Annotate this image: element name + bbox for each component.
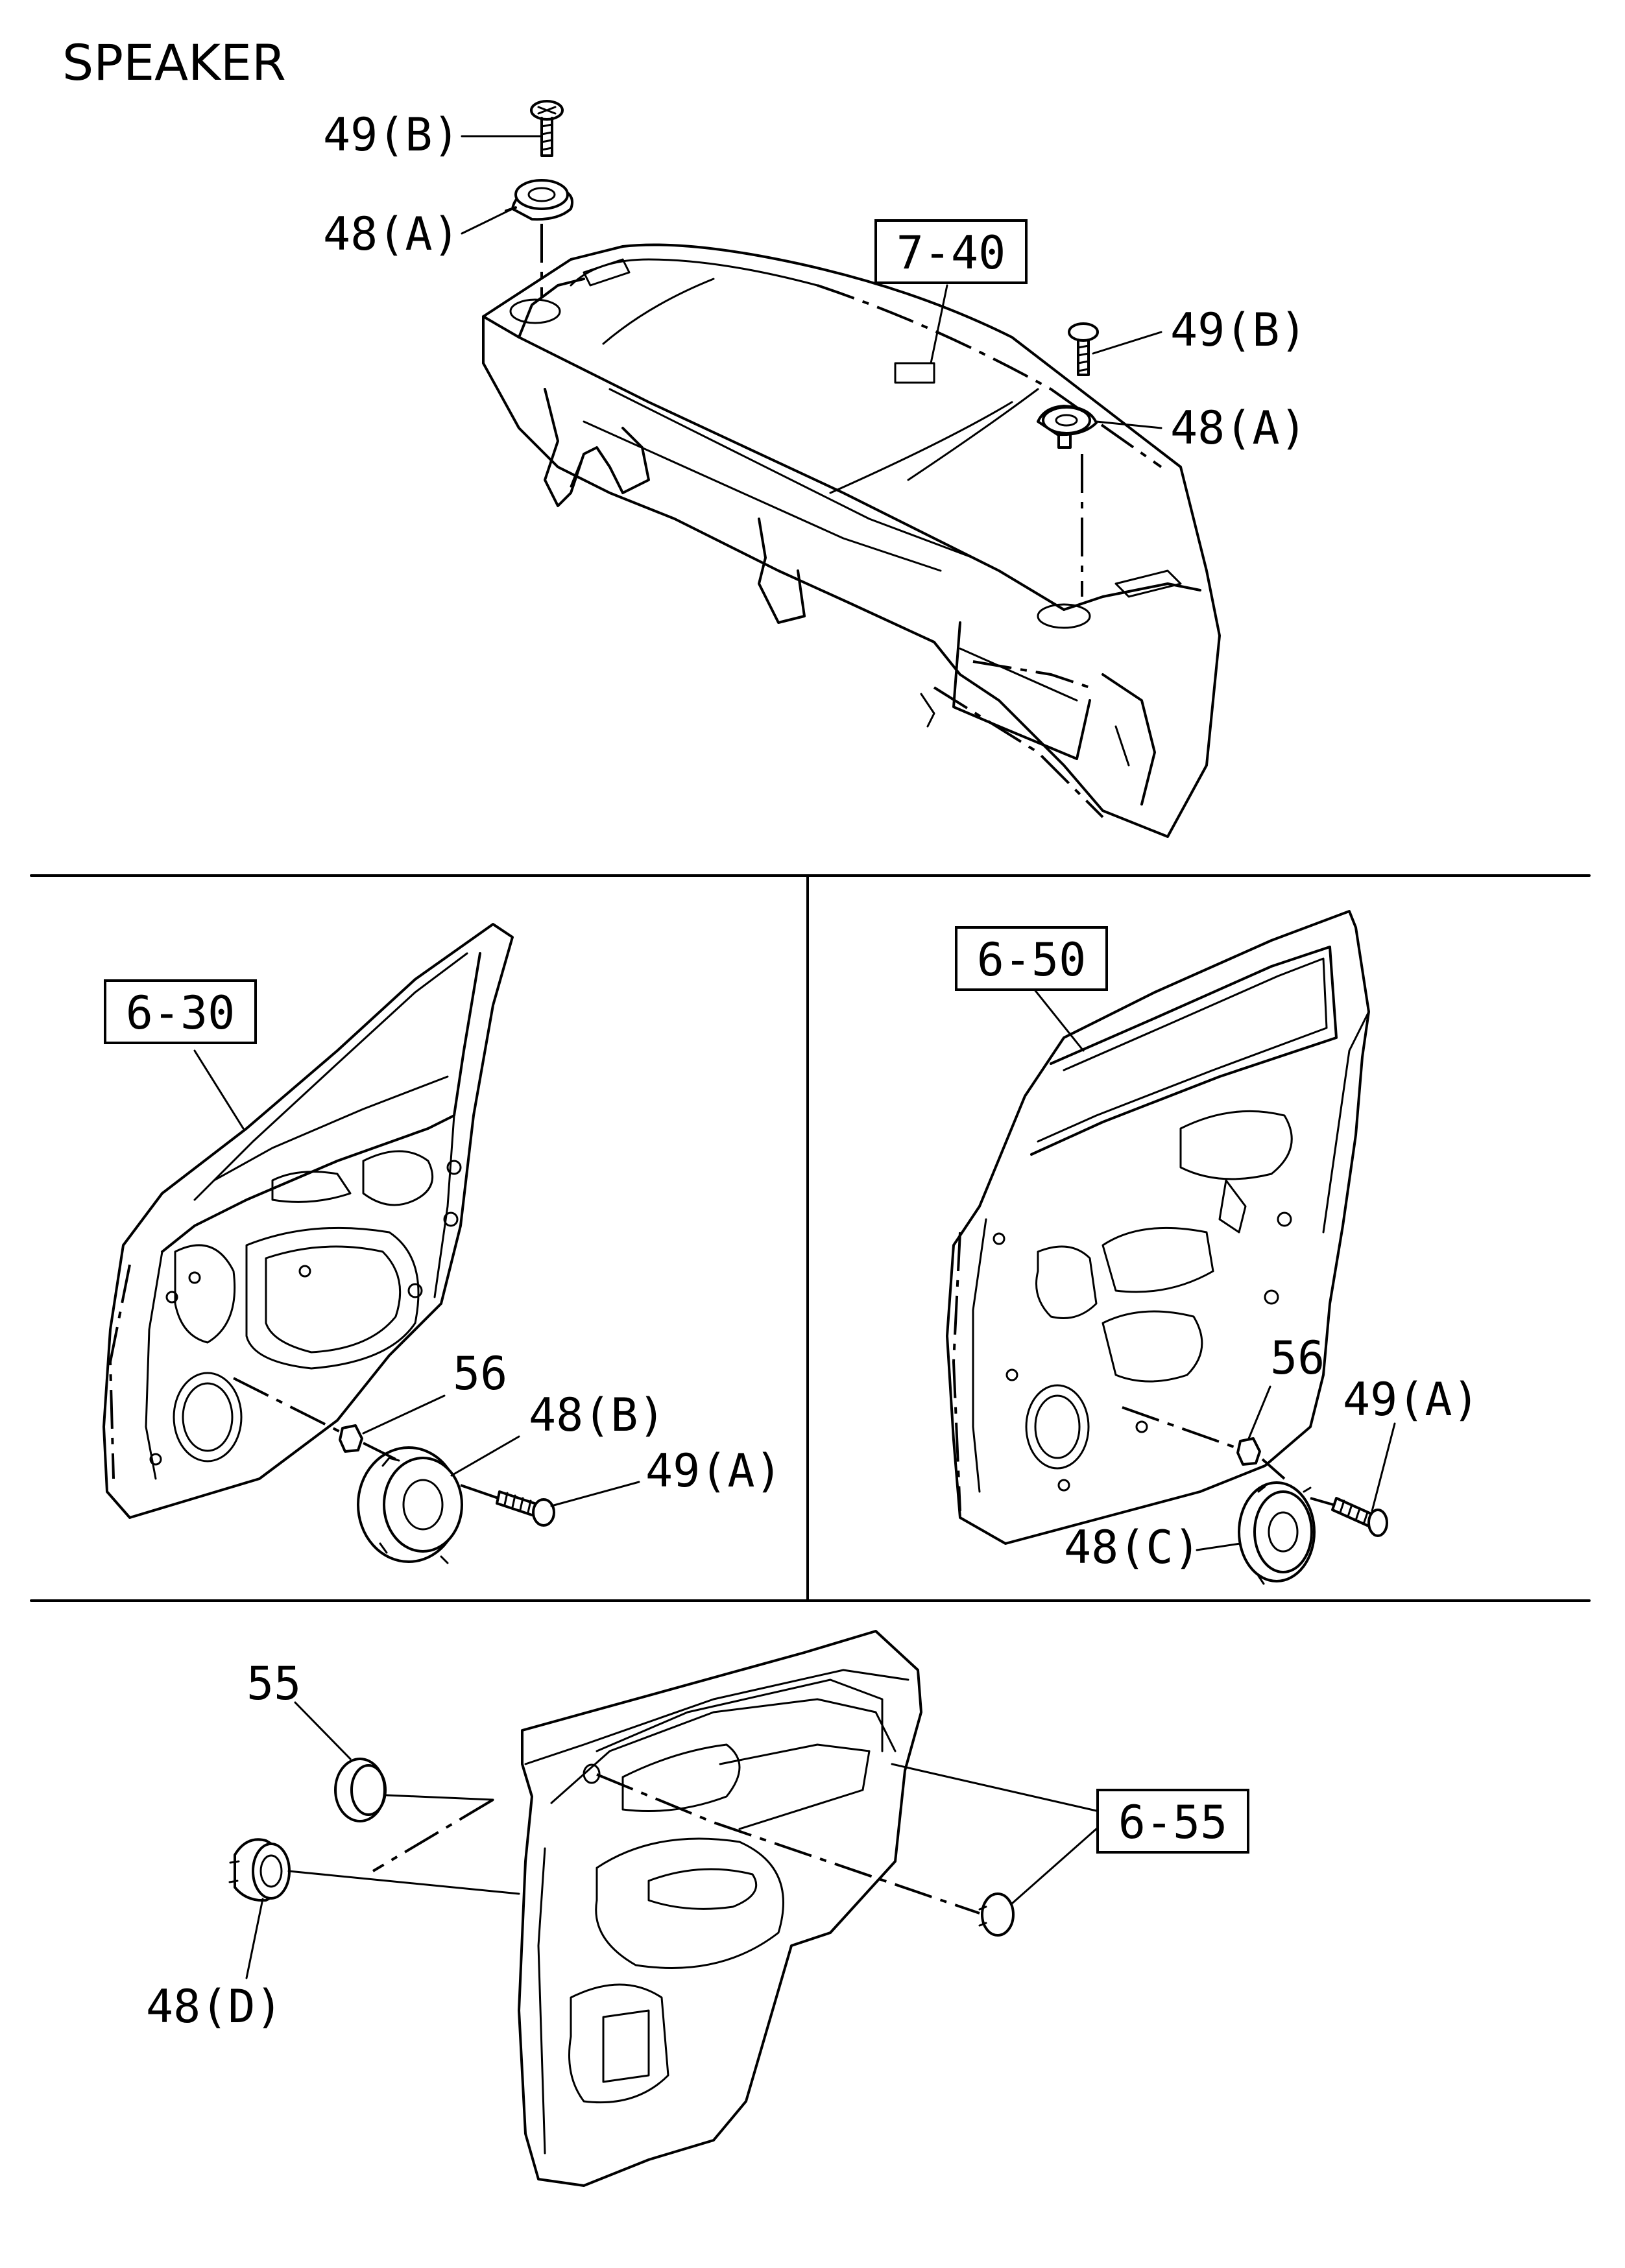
ref-box-6-50: 6-50: [955, 926, 1108, 991]
clip-56-front: [339, 1424, 363, 1453]
callout-56-front: 56: [453, 1347, 507, 1400]
tweeter-48a-right: [1037, 405, 1098, 449]
bottom-parts: [228, 1758, 1015, 1937]
screw-49b-left: [530, 100, 564, 157]
section-dividers: [30, 874, 1591, 1602]
clip-56-rear: [1236, 1437, 1261, 1466]
ref-box-6-30: 6-30: [104, 979, 257, 1044]
callout-49a-rear: 49(A): [1343, 1373, 1480, 1426]
callout-48a-right: 48(A): [1170, 401, 1307, 455]
middle-right-callouts: 56 49(A) 48(C): [1064, 1331, 1480, 1574]
top-leaders: [461, 135, 1162, 429]
ref-label-6-55: 6-55: [1118, 1796, 1228, 1849]
ref-label-7-40: 7-40: [897, 226, 1006, 280]
ref-box-6-55: 6-55: [1096, 1789, 1249, 1854]
speaker-48b: [357, 1446, 463, 1564]
panel-clip: [978, 1892, 1015, 1937]
screw-49b-right: [1068, 322, 1099, 376]
bottom-callouts: 55 48(D): [146, 1657, 301, 2033]
front-door-leaders: [193, 1049, 640, 1507]
diagram-title: SPEAKER: [62, 34, 286, 91]
callout-48c: 48(C): [1064, 1521, 1201, 1574]
screw-49a-front: [496, 1490, 555, 1527]
front-door-parts: [233, 1377, 555, 1564]
screw-49a-rear: [1331, 1497, 1388, 1537]
speaker-48c: [1238, 1481, 1316, 1585]
top-callouts: 49(B) 48(A) 49(B) 48(A): [323, 108, 1307, 455]
speaker-48d: [228, 1838, 291, 1902]
rear-door-leaders: [1030, 985, 1396, 1551]
top-fasteners: [505, 100, 1099, 597]
bottom-leaders: [245, 1701, 1098, 1979]
front-door: [102, 923, 514, 1519]
tweeter-48a-left: [505, 179, 573, 221]
callout-48d: 48(D): [146, 1980, 283, 2033]
callout-49a-front: 49(A): [645, 1444, 782, 1498]
callout-56-rear: 56: [1270, 1331, 1325, 1385]
ref-box-7-40: 7-40: [874, 219, 1028, 284]
rear-door-parts: [1122, 1406, 1388, 1585]
middle-left-callouts: 56 48(B) 49(A): [453, 1347, 782, 1498]
dashboard-assembly: [482, 243, 1221, 838]
callout-55: 55: [247, 1657, 301, 1710]
callout-48a-left: 48(A): [323, 208, 460, 261]
callout-49b-right: 49(B): [1170, 304, 1307, 357]
ring-55: [334, 1758, 387, 1822]
callout-49b-left: 49(B): [323, 108, 460, 161]
ref-label-6-30: 6-30: [126, 986, 235, 1040]
ref-label-6-50: 6-50: [977, 933, 1087, 986]
callout-48b: 48(B): [529, 1389, 666, 1442]
rear-door: [946, 910, 1370, 1545]
door-trim-panel: [518, 1630, 922, 2187]
